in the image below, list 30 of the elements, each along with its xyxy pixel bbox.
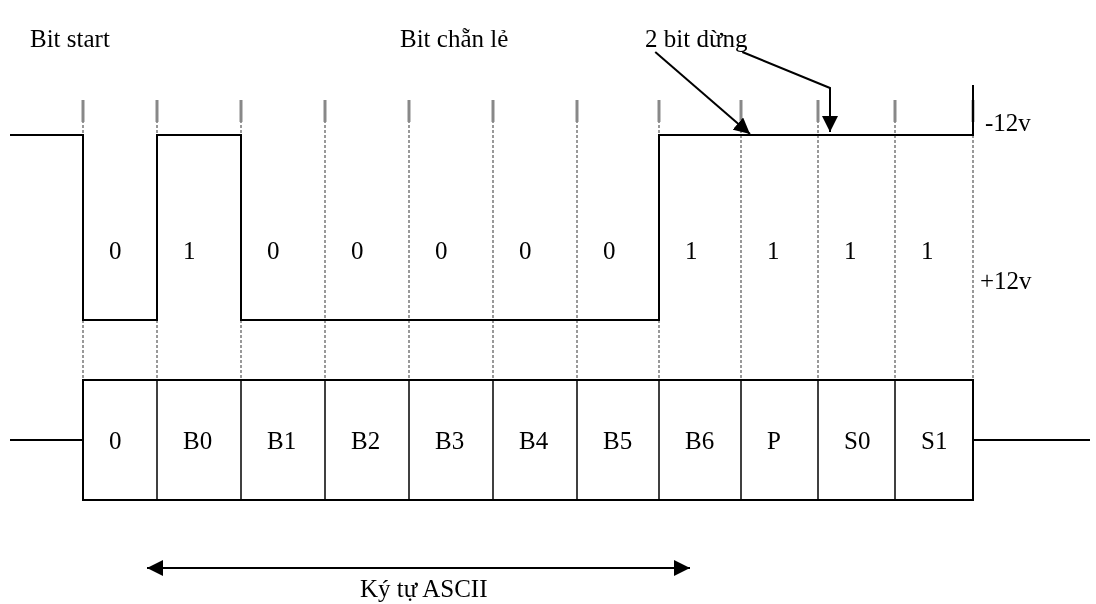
bit-name: 0 [109, 428, 122, 453]
bit-value: 0 [267, 238, 280, 263]
bit-name: S1 [921, 428, 948, 453]
bit-value: 1 [844, 238, 857, 263]
bit-name: B2 [351, 428, 381, 453]
bit-name: S0 [844, 428, 871, 453]
bit-name: P [767, 428, 781, 453]
bit-value: 0 [519, 238, 532, 263]
bit-name: B6 [685, 428, 715, 453]
bit-name: B0 [183, 428, 213, 453]
voltage-label: +12v [980, 268, 1032, 293]
bit-value: 0 [351, 238, 364, 263]
annotation-text: 2 bit dừng [645, 26, 748, 51]
bit-value: 1 [183, 238, 196, 263]
bit-value: 1 [921, 238, 934, 263]
bit-value: 1 [685, 238, 698, 263]
bit-value: 0 [435, 238, 448, 263]
voltage-label: -12v [985, 110, 1031, 135]
annotation-text: Bit chẵn lẻ [400, 26, 509, 51]
pointer-arrow [654, 51, 751, 135]
bit-name: B4 [519, 428, 549, 453]
bit-value: 0 [603, 238, 616, 263]
annotation-text: Bit start [30, 26, 110, 51]
bit-name: B3 [435, 428, 465, 453]
bit-value: 1 [767, 238, 780, 263]
bit-name: B1 [267, 428, 297, 453]
span-label: Ký tự ASCII [360, 576, 488, 601]
bit-value: 0 [109, 238, 122, 263]
pointer-arrow [741, 51, 838, 133]
bit-name: B5 [603, 428, 633, 453]
